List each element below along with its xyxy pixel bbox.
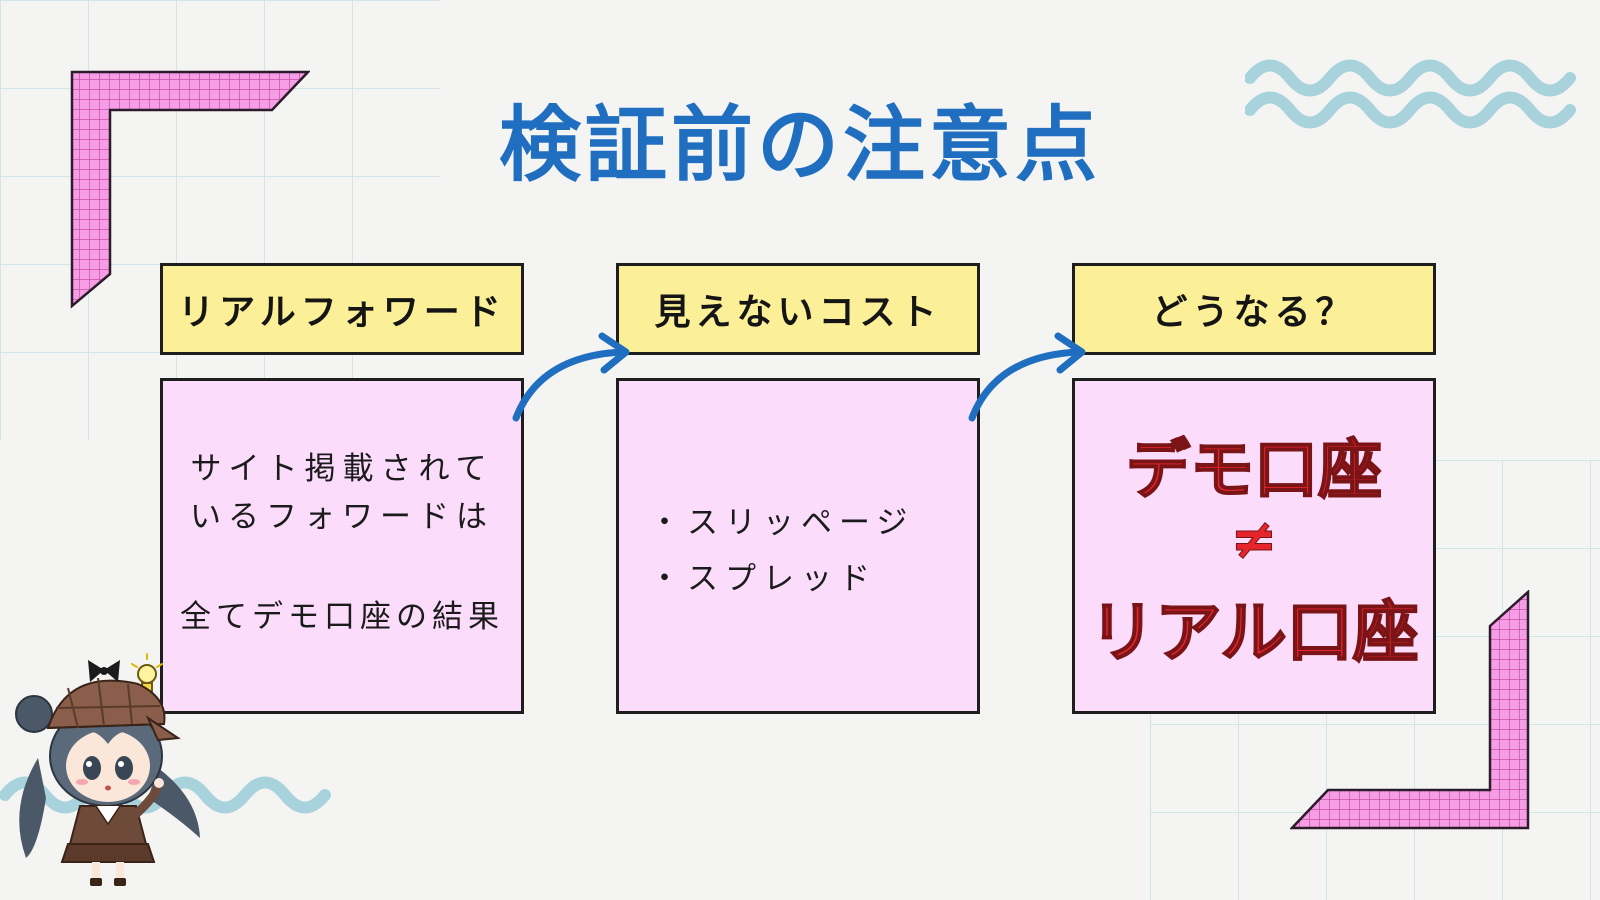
lightbulb-icon (131, 653, 163, 692)
corner-bracket-bottom-right (1290, 590, 1530, 830)
result-demo-account: デモ口座 (1125, 433, 1383, 509)
result-real-account: リアル口座 (1088, 593, 1419, 672)
step-card-result: デモ口座 ≠ リアル口座 (1072, 378, 1436, 714)
bullet-item: ・スプレッド (649, 561, 877, 597)
step-card-hidden-cost: ・スリッページ ・スプレッド (616, 378, 980, 714)
bullet-item: ・スリッページ (649, 505, 915, 541)
arrow-right-curve-icon (512, 332, 630, 422)
result-not-equal-symbol: ≠ (1230, 507, 1278, 573)
corner-bracket-top-left (70, 70, 310, 309)
step-header-real-forward: リアルフォワード (160, 263, 524, 355)
page-title: 検証前の注意点 (498, 98, 1101, 193)
card-text-line: サイト掲載されて (190, 451, 494, 487)
step-header-hidden-cost: 見えないコスト (616, 263, 980, 355)
wave-decoration-top-right (1245, 59, 1576, 129)
step-header-what-happens: どうなる？ (1072, 263, 1436, 355)
step-card-real-forward: サイト掲載されて いるフォワードは 全てデモ口座の結果 (160, 378, 524, 714)
card-text-line: 全てデモ口座の結果 (180, 599, 504, 635)
detective-character-illustration (15, 660, 200, 886)
card-text-line: いるフォワードは (190, 499, 494, 535)
arrow-right-curve-icon (968, 332, 1086, 422)
